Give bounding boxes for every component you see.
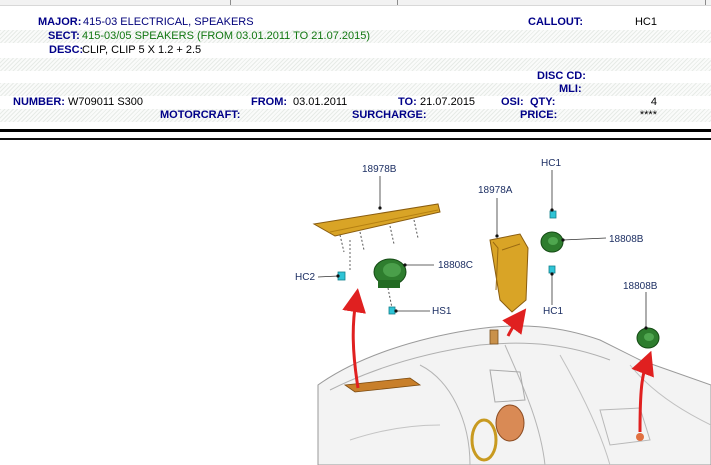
blank-row	[0, 58, 711, 71]
qty-value: 4	[650, 96, 657, 108]
mli-row: MLI:	[0, 83, 711, 96]
callout-label-hs1[interactable]: HS1	[432, 306, 452, 317]
callout-leaders	[317, 170, 647, 328]
price-label: PRICE:	[520, 109, 558, 121]
to-label: TO:	[398, 96, 417, 108]
from-value: 03.01.2011	[293, 96, 348, 108]
speaker-exploded-diagram[interactable]: 18978B 18978A HC1 18808B HC2 18808C HS1 …	[0, 140, 711, 465]
to-value: 21.07.2015	[420, 96, 476, 108]
top-strip-tick	[397, 0, 398, 5]
price-value: ****	[639, 109, 657, 121]
sect-value: 415-03/05 SPEAKERS (FROM 03.01.2011 TO 2…	[82, 30, 371, 42]
major-row: MAJOR: 415-03 ELECTRICAL, SPEAKERS CALLO…	[0, 16, 711, 29]
panel-divider	[0, 129, 711, 132]
osi-label: OSI:	[501, 96, 524, 108]
major-label: MAJOR:	[38, 16, 82, 28]
speaker-18808b-right[interactable]	[636, 327, 660, 349]
callout-label-hc1-top[interactable]: HC1	[541, 158, 561, 169]
surcharge-label: SURCHARGE:	[352, 109, 427, 121]
grille-18978a[interactable]	[489, 233, 529, 313]
window-top-strip	[0, 0, 711, 6]
number-label: NUMBER:	[13, 96, 65, 108]
major-value: 415-03 ELECTRICAL, SPEAKERS	[83, 16, 254, 28]
callout-label-hc1-bottom[interactable]: HC1	[543, 306, 563, 317]
callout-label-18978b[interactable]: 18978B	[362, 164, 397, 175]
callout-value: HC1	[634, 16, 657, 28]
desc-row: DESC: CLIP, CLIP 5 X 1.2 + 2.5	[0, 44, 711, 57]
clip-hs1[interactable]	[388, 306, 396, 315]
sect-label: SECT:	[48, 30, 80, 42]
desc-label: DESC:	[49, 44, 84, 56]
door-panel-illustration	[317, 325, 711, 465]
part-info-panel: MAJOR: 415-03 ELECTRICAL, SPEAKERS CALLO…	[0, 14, 711, 127]
sect-row: SECT: 415-03/05 SPEAKERS (FROM 03.01.201…	[0, 30, 711, 43]
disc-cd-row: DISC CD:	[0, 70, 711, 83]
speaker-18808c[interactable]	[373, 258, 407, 309]
speaker-18808b-upper[interactable]	[540, 231, 564, 253]
callout-label-hc2[interactable]: HC2	[295, 272, 315, 283]
panel-divider-lower	[0, 138, 711, 140]
qty-label: QTY:	[530, 96, 556, 108]
desc-value: CLIP, CLIP 5 X 1.2 + 2.5	[82, 44, 202, 56]
callout-label-18808c[interactable]: 18808C	[438, 260, 473, 271]
clip-hc1-lower[interactable]	[548, 265, 556, 274]
callout-label-18808b-right[interactable]: 18808B	[623, 281, 658, 292]
clip-hc1-upper[interactable]	[549, 210, 557, 219]
callout-label-18978a[interactable]: 18978A	[478, 185, 513, 196]
top-strip-tick	[705, 0, 706, 5]
number-row: NUMBER: W709011 S300 FROM: 03.01.2011 TO…	[0, 96, 711, 109]
install-arrows	[342, 288, 654, 433]
motorcraft-label: MOTORCRAFT:	[160, 109, 241, 121]
leader-dots	[336, 206, 648, 330]
motorcraft-row: MOTORCRAFT: SURCHARGE: PRICE: ****	[0, 109, 711, 122]
callout-label: CALLOUT:	[528, 16, 583, 28]
grille-18978b[interactable]	[312, 203, 441, 270]
mli-label: MLI:	[559, 83, 582, 95]
number-value: W709011 S300	[68, 96, 144, 108]
disc-cd-label: DISC CD:	[537, 70, 586, 82]
callout-label-18808b-mid[interactable]: 18808B	[609, 234, 644, 245]
top-strip-tick	[230, 0, 231, 5]
from-label: FROM:	[251, 96, 288, 108]
